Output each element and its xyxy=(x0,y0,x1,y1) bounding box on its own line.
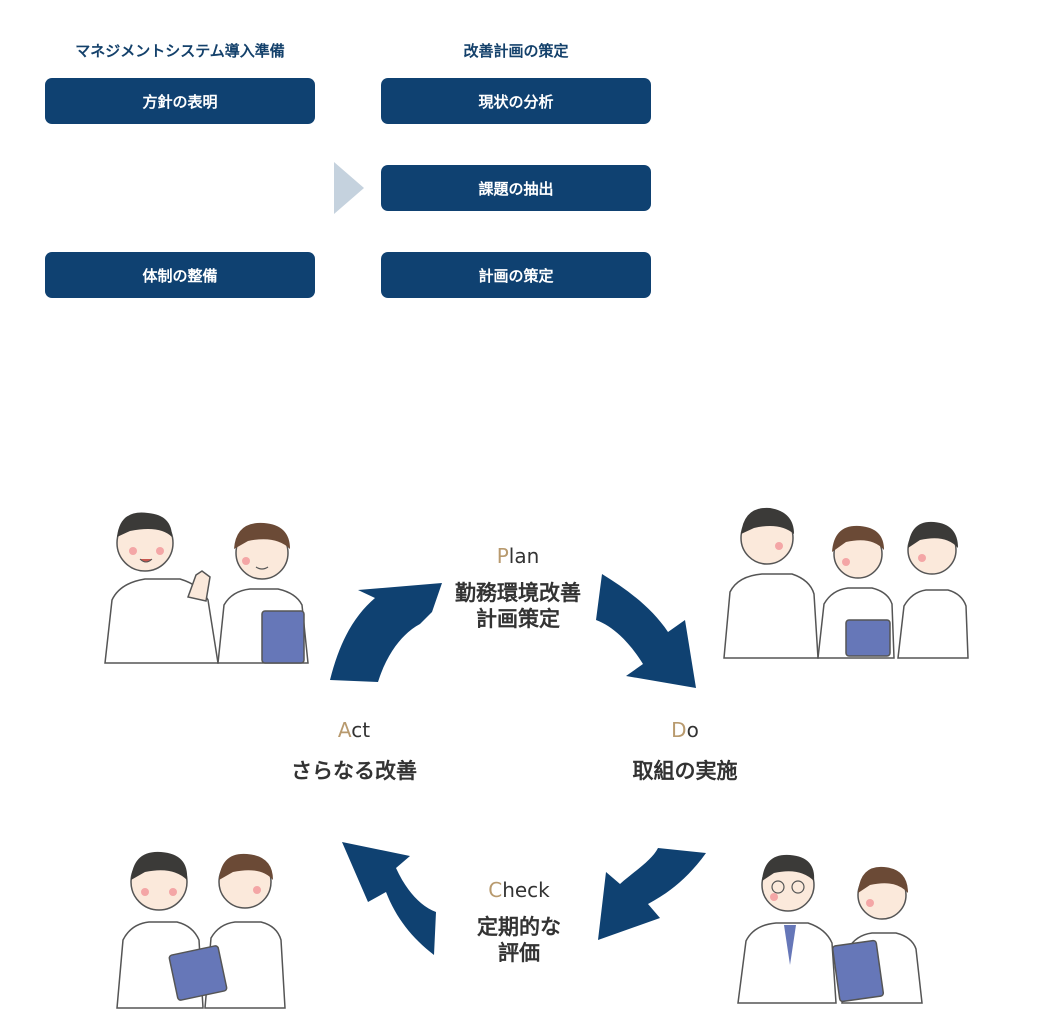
policy-statement-box: 方針の表明 xyxy=(45,78,315,124)
do-stage: Do 取組の実施 xyxy=(585,718,785,784)
doctor-illustration xyxy=(737,854,837,1004)
system-setup-box: 体制の整備 xyxy=(45,252,315,298)
nurse-female-clipboard-illustration xyxy=(817,525,895,659)
nurse-clipboard-illustration xyxy=(831,866,923,1004)
plan-title-line2: 計画策定 xyxy=(476,607,560,631)
act-title: さらなる改善 xyxy=(291,759,417,783)
check-stage: Check 定期的な 評価 xyxy=(419,878,619,966)
nurse-smiling-illustration xyxy=(168,853,286,1009)
check-title-line1: 定期的な xyxy=(477,915,561,939)
issue-extraction-box: 課題の抽出 xyxy=(381,165,651,211)
do-label: Do xyxy=(671,718,699,742)
act-stage: Act さらなる改善 xyxy=(254,718,454,784)
plan-label: Plan xyxy=(496,544,540,568)
plan-title-line1: 勤務環境改善 xyxy=(455,581,581,605)
flow-arrow-icon xyxy=(334,162,364,214)
staff-illustration-bottom-right xyxy=(737,854,923,1004)
nurse-male-illustration xyxy=(104,512,219,664)
nurse-female-pointing-illustration xyxy=(897,521,969,659)
staff-illustration-top-right xyxy=(723,507,969,659)
do-to-check-arrow xyxy=(598,848,706,940)
plan-stage: Plan 勤務環境改善 計画策定 xyxy=(418,544,618,632)
do-title: 取組の実施 xyxy=(632,759,738,783)
staff-illustration-top-left xyxy=(104,512,309,664)
current-analysis-box: 現状の分析 xyxy=(381,78,651,124)
act-label: Act xyxy=(337,718,371,742)
act-to-plan-arrow xyxy=(330,583,442,682)
nurse-female-illustration xyxy=(217,522,309,664)
left-column-heading: マネジメントシステム導入準備 xyxy=(75,42,285,60)
right-column-heading: 改善計画の策定 xyxy=(463,42,569,60)
staff-illustration-bottom-left xyxy=(116,851,286,1009)
check-to-act-arrow xyxy=(342,842,436,955)
check-title-line2: 評価 xyxy=(498,941,540,965)
plan-to-do-arrow xyxy=(596,574,696,688)
check-label: Check xyxy=(488,878,550,902)
nurse-male-thinking-illustration xyxy=(723,507,819,659)
plan-formulation-box: 計画の策定 xyxy=(381,252,651,298)
